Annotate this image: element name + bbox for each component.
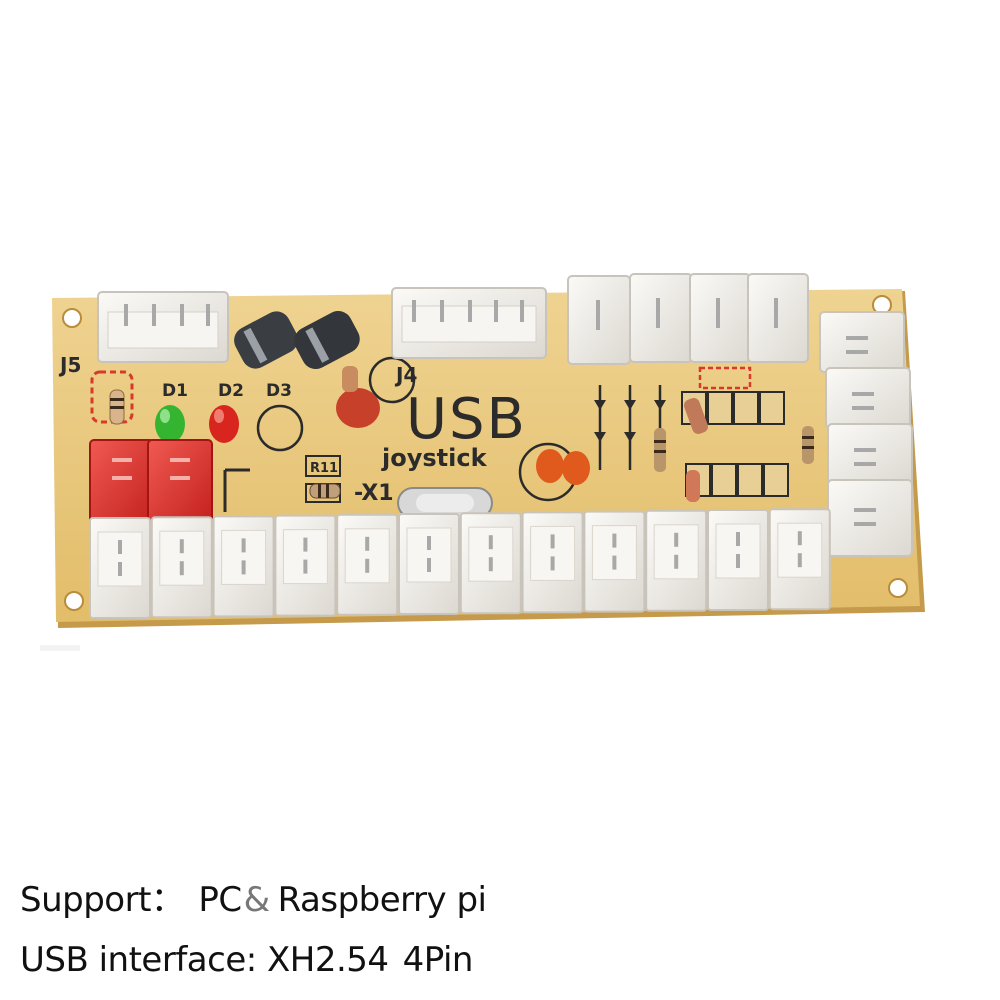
electrolytic-capacitors [234, 310, 360, 370]
mounting-hole [888, 578, 908, 598]
caption-ampersand: & [243, 880, 271, 920]
bottom-connector [274, 514, 337, 617]
bottom-connector [150, 516, 213, 619]
bottom-connector [521, 511, 584, 614]
caption-support-label: Support： [20, 880, 185, 920]
bottom-connector [583, 510, 646, 613]
connector-j5 [97, 291, 229, 363]
label-x1: -X1 [354, 481, 394, 506]
label-j4: J4 [394, 363, 417, 387]
caption-interface-spec: USB interface: XH2.54 [20, 940, 389, 980]
resistors [109, 366, 814, 502]
label-r11: R11 [310, 461, 338, 476]
caption-usb-interface: USB interface: XH2.54 4Pin [20, 940, 473, 980]
bottom-connectors [89, 508, 831, 619]
top-right-connectors [567, 273, 809, 365]
right-connectors [819, 311, 913, 557]
board-title: USB [406, 387, 527, 452]
label-d2: D2 [218, 381, 244, 401]
mounting-hole [64, 591, 84, 611]
led-red [209, 405, 239, 443]
bottom-connector [212, 515, 275, 618]
caption-raspberry-pi: Raspberry pi [277, 880, 487, 920]
connector-j4 [391, 287, 547, 359]
bottom-connector [398, 513, 460, 615]
bottom-connector [336, 513, 399, 616]
bottom-connector [707, 509, 769, 611]
bottom-connector [645, 509, 708, 612]
ceramic-capacitors [336, 388, 590, 485]
led-green [155, 405, 185, 443]
caption-pc: PC [198, 880, 242, 920]
caption-support: Support： PC&Raspberry pi [20, 872, 487, 921]
red-connectors [89, 439, 213, 523]
label-d1: D1 [162, 381, 188, 401]
caption-pin-count: 4Pin [402, 940, 474, 980]
silkscreen-text: J5 J4 D1 D2 D3 R11 -X1 USB joystick [58, 353, 527, 506]
label-d3: D3 [266, 381, 292, 401]
label-j5: J5 [58, 353, 81, 377]
bottom-connector [768, 508, 831, 611]
mounting-hole [62, 308, 82, 328]
board-subtitle: joystick [381, 444, 488, 472]
bottom-connector [459, 512, 522, 615]
bottom-connector [89, 517, 151, 619]
